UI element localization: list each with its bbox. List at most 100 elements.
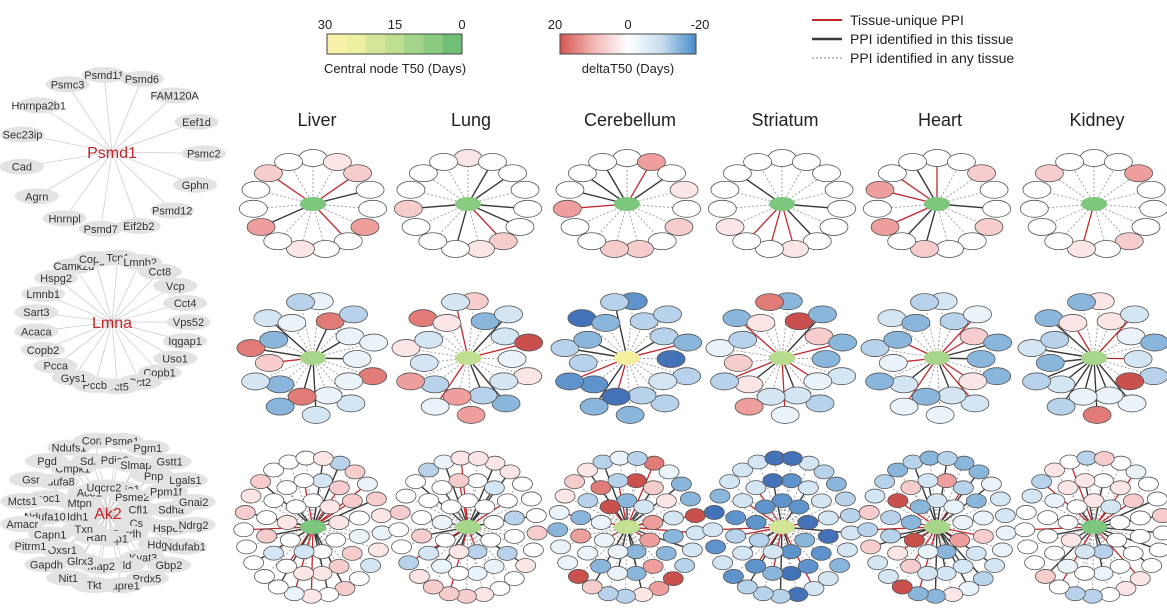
ppi-edge [1093,301,1101,359]
label-node [171,493,216,510]
protein-node [770,406,800,424]
ppi-edge [607,526,628,594]
protein-node [1137,476,1159,492]
label-node [14,188,59,205]
protein-node [342,350,372,368]
label-node [0,516,45,533]
central-tick-30: 30 [318,17,332,32]
protein-node [755,293,784,312]
protein-node [991,542,1013,558]
ppi-edge [729,481,783,528]
label-node [33,357,78,374]
protein-node [256,528,278,544]
protein-node [525,508,547,523]
protein-node [311,544,333,560]
protein-node [803,372,833,391]
central-colorbar-segment [423,34,444,54]
protein-node [246,218,276,236]
label-node [8,471,53,488]
label-edge [38,105,113,153]
central-colorbar-segment [346,34,367,54]
protein-node [1120,305,1149,324]
protein-node [466,473,488,489]
protein-node [968,464,990,480]
tissue-network [857,450,1017,604]
protein-node [891,579,913,595]
protein-node [359,333,389,352]
protein-node [887,232,917,251]
protein-node [350,218,380,236]
ppi-edge [312,471,356,528]
label-node [21,285,66,302]
protein-node [983,333,1013,352]
protein-node [1048,579,1070,595]
ppi-edge [428,469,469,528]
protein-node [1066,499,1088,515]
label-node-text: Uqcrc2 [87,482,122,494]
protein-node [355,180,385,199]
protein-node [817,571,839,586]
protein-node [712,555,734,571]
label-node [113,457,158,474]
protein-node [827,199,857,218]
label-node [166,314,211,331]
label-node-text: Psmd7 [84,224,118,236]
central-tick-0: 0 [458,17,465,32]
protein-node [293,544,315,560]
protein-node [756,387,786,406]
protein-node [267,579,289,595]
protein-node [241,372,270,391]
tissue-network [705,292,858,424]
label-edge [67,84,113,153]
protein-node [662,510,684,526]
ppi-edge [312,357,317,415]
protein-node [360,558,382,573]
ppi-edge [917,526,938,594]
protein-node [577,493,599,509]
protein-node [650,394,680,413]
protein-node [972,510,994,526]
delta-colorbar-bar [559,33,697,55]
protein-node [607,544,629,560]
label-node-text: Idh1 [67,511,88,523]
protein-node [491,394,521,413]
protein-node [935,544,957,560]
hub-label: Lmna [92,315,132,332]
protein-node [972,528,994,544]
ppi-edge [574,481,628,528]
protein-node [250,474,272,490]
protein-node [917,565,939,581]
protein-node [568,164,597,183]
protein-node [334,581,356,596]
ppi-edge [467,357,505,382]
ppi-edge [936,471,980,528]
protein-node [429,153,458,171]
ppi-edge [1058,526,1095,588]
protein-node [767,149,797,167]
protein-node [887,493,909,509]
protein-node [787,587,809,602]
protein-node [1068,387,1098,406]
ppi-edge [1093,357,1098,415]
label-node-text: Cad [12,162,32,174]
tissue-network [388,450,548,604]
protein-node [1037,528,1059,544]
protein-node [1074,565,1096,581]
protein-node [489,581,511,596]
protein-node [577,462,598,478]
ppi-edge [626,526,644,595]
protein-node [870,218,900,236]
label-node-text: Hspg2 [40,273,72,285]
protein-node [878,354,908,372]
protein-node [241,180,271,199]
ppi-edge [626,483,682,528]
protein-node [276,480,298,496]
ppi-edge [467,526,527,567]
label-edge [111,321,141,383]
protein-node [887,462,908,478]
protein-node [483,480,505,496]
protein-node [658,464,680,480]
protein-node [1014,522,1036,538]
protein-node [1124,164,1153,183]
protein-node [570,510,592,526]
